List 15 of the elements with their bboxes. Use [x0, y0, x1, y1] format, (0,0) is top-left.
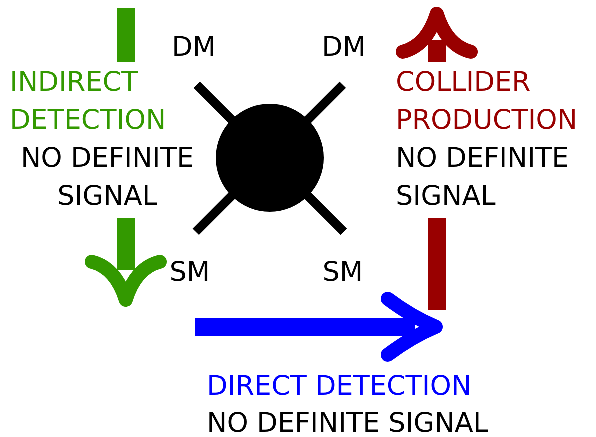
detection-label: COLLIDER PRODUCTION [396, 66, 579, 138]
detection-label: DIRECT DETECTION [207, 370, 472, 404]
vertex-circle [216, 104, 324, 212]
particle-label: SM [317, 232, 369, 288]
particle-line [302, 82, 346, 126]
result-label: NO DEFINITE SIGNAL [20, 142, 196, 214]
particle-label: DM [168, 33, 220, 85]
particle-line [194, 82, 238, 126]
particle-line [192, 190, 238, 236]
result-label: NO DEFINITE SIGNAL [396, 142, 570, 214]
particle-label: SM [164, 232, 216, 288]
particle-label: DM [318, 33, 370, 85]
particle-line [302, 190, 348, 236]
detection-label: INDIRECT DETECTION [10, 66, 168, 138]
result-label: NO DEFINITE SIGNAL [207, 407, 488, 437]
